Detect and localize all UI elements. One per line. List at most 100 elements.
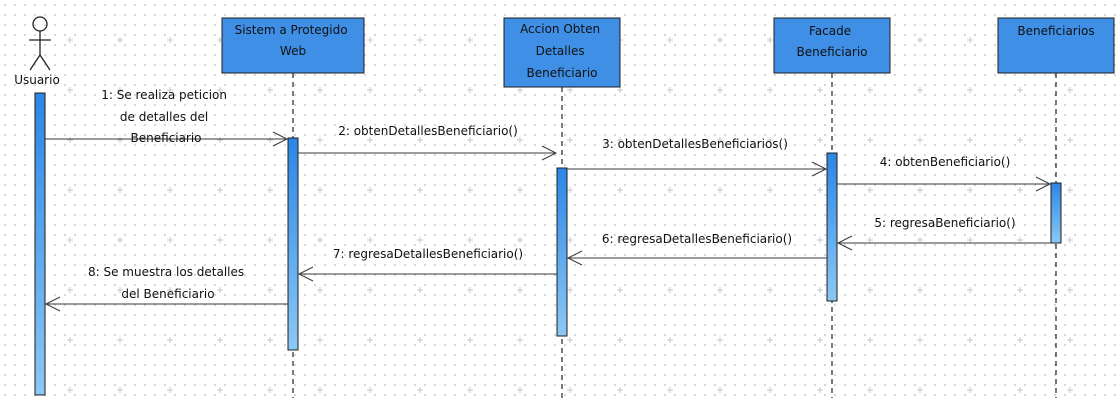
grid-plus-marker — [367, 287, 373, 293]
grid-plus-marker — [917, 237, 923, 243]
grid-plus-marker — [367, 187, 373, 193]
grid-plus-marker — [517, 287, 523, 293]
arrowhead-right-icon — [1035, 176, 1052, 192]
grid-plus-marker — [1017, 387, 1023, 393]
grid-plus-marker — [467, 37, 473, 43]
grid-plus-marker — [717, 237, 723, 243]
grid-plus-marker — [767, 37, 773, 43]
grid-plus-marker — [717, 387, 723, 393]
lifeline-beneficiarios[interactable]: Beneficiarios — [997, 17, 1115, 74]
grid-plus-marker — [317, 287, 323, 293]
activation-beneficiarios — [1050, 182, 1062, 244]
grid-plus-marker — [567, 137, 573, 143]
grid-plus-marker — [517, 187, 523, 193]
grid-plus-marker — [317, 187, 323, 193]
activation-usuario — [34, 92, 46, 396]
grid-plus-marker — [267, 287, 273, 293]
grid-plus-marker — [317, 237, 323, 243]
message-label: 7: regresaDetallesBeneficiario() — [333, 247, 523, 261]
grid-plus-marker — [967, 387, 973, 393]
grid-plus-marker — [667, 387, 673, 393]
arrowhead-left-icon — [297, 266, 314, 282]
grid-plus-marker — [217, 287, 223, 293]
grid-plus-marker — [117, 387, 123, 393]
grid-plus-marker — [917, 137, 923, 143]
grid-plus-marker — [967, 187, 973, 193]
grid-plus-marker — [667, 137, 673, 143]
grid-plus-marker — [667, 37, 673, 43]
grid-plus-marker — [567, 337, 573, 343]
lifeline-sistema[interactable]: Sistem a Protegido Web — [221, 17, 365, 74]
grid-plus-marker — [167, 87, 173, 93]
grid-plus-marker — [1067, 87, 1073, 93]
grid-plus-marker — [717, 137, 723, 143]
arrowhead-left-icon — [836, 235, 853, 251]
grid-plus-marker — [867, 337, 873, 343]
grid-plus-marker — [767, 337, 773, 343]
grid-plus-marker — [67, 387, 73, 393]
grid-plus-marker — [167, 37, 173, 43]
grid-plus-marker — [367, 237, 373, 243]
grid-plus-marker — [517, 237, 523, 243]
stick-figure-icon — [29, 16, 51, 71]
message-2[interactable]: 2: obtenDetallesBeneficiario() — [298, 124, 558, 161]
grid-plus-marker — [217, 237, 223, 243]
message-7[interactable]: 7: regresaDetallesBeneficiario() — [297, 247, 557, 282]
grid-plus-marker — [867, 87, 873, 93]
grid-plus-marker — [717, 187, 723, 193]
message-5[interactable]: 5: regresaBeneficiario() — [836, 216, 1051, 251]
message-4[interactable]: 4: obtenBeneficiario() — [837, 155, 1052, 192]
grid-plus-marker — [67, 37, 73, 43]
grid-plus-marker — [267, 237, 273, 243]
grid-plus-marker — [167, 187, 173, 193]
lifeline-label-sistema: Sistem a Protegido Web — [235, 23, 352, 58]
grid-plus-marker — [1017, 337, 1023, 343]
lifeline-facade[interactable]: Facade Beneficiario — [773, 17, 891, 74]
grid-plus-marker — [117, 187, 123, 193]
grid-plus-marker — [417, 337, 423, 343]
grid-plus-marker — [767, 187, 773, 193]
message-label: 4: obtenBeneficiario() — [880, 155, 1011, 169]
grid-plus-marker — [617, 387, 623, 393]
grid-plus-marker — [867, 237, 873, 243]
grid-plus-marker — [167, 337, 173, 343]
grid-plus-marker — [467, 137, 473, 143]
grid-plus-marker — [667, 287, 673, 293]
arrowhead-right-icon — [541, 145, 558, 161]
grid-plus-marker — [1017, 87, 1023, 93]
message-label: 1: Se realiza peticion de detalles del B… — [101, 88, 231, 145]
message-6[interactable]: 6: regresaDetallesBeneficiario() — [566, 232, 827, 266]
grid-plus-marker — [317, 337, 323, 343]
grid-plus-marker — [417, 237, 423, 243]
grid-plus-marker — [1017, 187, 1023, 193]
actor-usuario[interactable]: Usuario — [14, 16, 60, 87]
grid-plus-marker — [67, 187, 73, 193]
grid-plus-marker — [267, 387, 273, 393]
grid-plus-marker — [467, 387, 473, 393]
grid-plus-marker — [267, 337, 273, 343]
lifeline-accion[interactable]: Accion Obten Detalles Beneficiario — [503, 17, 621, 88]
grid-plus-marker — [317, 137, 323, 143]
grid-plus-marker — [667, 237, 673, 243]
grid-plus-marker — [167, 137, 173, 143]
message-1[interactable]: 1: Se realiza peticion de detalles del B… — [45, 88, 289, 147]
message-8[interactable]: 8: Se muestra los detalles del Beneficia… — [44, 265, 288, 312]
grid-plus-marker — [917, 387, 923, 393]
grid-plus-marker — [917, 337, 923, 343]
grid-plus-marker — [417, 87, 423, 93]
grid-plus-marker — [217, 187, 223, 193]
grid-plus-marker — [567, 187, 573, 193]
message-3[interactable]: 3: obtenDetallesBeneficiarios() — [567, 137, 828, 177]
grid-plus-marker — [667, 187, 673, 193]
grid-plus-marker — [417, 387, 423, 393]
grid-plus-marker — [367, 137, 373, 143]
arrowhead-right-icon — [811, 161, 828, 177]
grid-plus-marker — [267, 137, 273, 143]
grid-plus-marker — [667, 87, 673, 93]
grid-plus-marker — [967, 287, 973, 293]
arrowhead-left-icon — [566, 250, 583, 266]
activation-sistema — [287, 137, 299, 351]
grid-plus-marker — [467, 337, 473, 343]
grid-plus-marker — [1067, 337, 1073, 343]
grid-plus-marker — [717, 287, 723, 293]
